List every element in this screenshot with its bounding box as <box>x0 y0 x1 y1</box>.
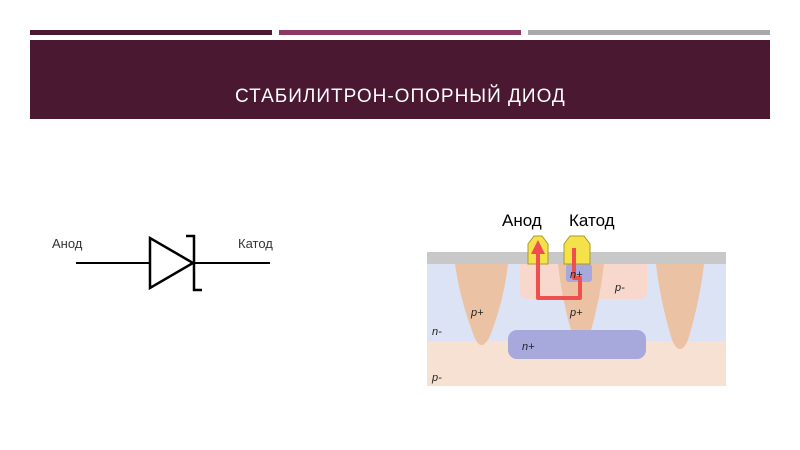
current-arrowhead <box>531 240 545 254</box>
p-plus-left <box>455 264 508 345</box>
cathode-contact <box>563 235 591 265</box>
p-plus-right <box>656 264 704 349</box>
symbol-cathode-label: Катод <box>238 236 273 251</box>
slide-title: СТАБИЛИТРОН-ОПОРНЫЙ ДИОД <box>235 86 566 107</box>
p-plus-center <box>558 264 604 343</box>
section-anode-label: Анод <box>502 211 542 230</box>
symbol-triangle <box>148 235 196 291</box>
label-n-plus-buried: n+ <box>522 341 535 353</box>
label-n-plus-contact: n+ <box>570 269 583 281</box>
label-p-plus-center: p+ <box>569 307 583 319</box>
zener-cross-section: Анод Катод n+ p- p+ p+ n- n+ p- <box>427 211 726 386</box>
accent-bar-1 <box>30 30 272 35</box>
label-p-minus-substrate: p- <box>431 372 442 384</box>
label-n-minus-epi: n- <box>432 326 442 338</box>
accent-bar-2 <box>279 30 521 35</box>
title-band <box>30 40 770 119</box>
accent-bar-3 <box>528 30 770 35</box>
n-plus-buried <box>508 330 646 359</box>
section-cathode-label: Катод <box>569 211 615 230</box>
zener-diode-symbol <box>76 234 270 292</box>
current-path <box>536 248 582 300</box>
label-p-minus-well: p- <box>614 282 625 294</box>
label-p-plus-left: p+ <box>470 307 484 319</box>
symbol-anode-label: Анод <box>52 236 83 251</box>
